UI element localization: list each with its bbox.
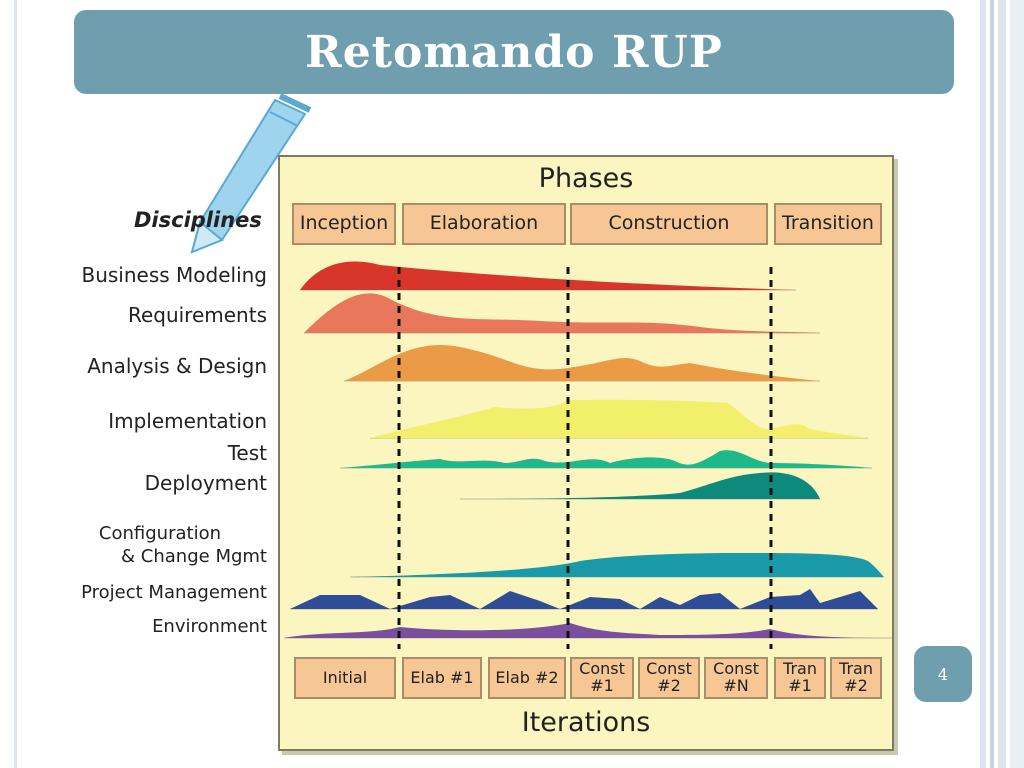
curve-analysis-design xyxy=(344,344,820,381)
discipline-label: Environment xyxy=(152,616,267,637)
rup-hump-chart-panel: Phases Inception Elaboration Constructio… xyxy=(278,155,894,751)
iteration-tran-2: Tran#2 xyxy=(830,657,882,699)
discipline-label: Project Management xyxy=(81,582,267,603)
iteration-elab-2: Elab #2 xyxy=(488,657,566,699)
discipline-label: Analysis & Design xyxy=(87,354,267,378)
iteration-tran-1: Tran#1 xyxy=(774,657,826,699)
disciplines-heading: Disciplines xyxy=(134,208,262,232)
iteration-elab-1: Elab #1 xyxy=(402,657,482,699)
iteration-const-2: Const#2 xyxy=(638,657,700,699)
curve-deployment xyxy=(460,472,820,499)
phase-construction: Construction xyxy=(570,203,768,245)
curve-implementation xyxy=(370,399,868,438)
slide-frame xyxy=(14,0,985,768)
curve-project-management xyxy=(290,589,878,609)
slide-title: Retomando RUP xyxy=(305,26,723,78)
iteration-const-n: Const#N xyxy=(704,657,768,699)
iteration-const-1: Const#1 xyxy=(570,657,634,699)
curve-business-modeling xyxy=(300,261,796,290)
curve-test xyxy=(340,450,872,468)
discipline-label: Requirements xyxy=(127,303,267,327)
phase-transition: Transition xyxy=(774,203,882,245)
discipline-label: Test xyxy=(227,441,267,465)
slide-border-stripes xyxy=(980,0,1024,768)
pencil-arrow-icon xyxy=(190,93,312,254)
discipline-label: Implementation xyxy=(108,409,267,433)
curve-requirements xyxy=(304,293,820,333)
page-number: 4 xyxy=(914,646,972,702)
discipline-label: Deployment xyxy=(144,471,267,495)
discipline-label: Configuration xyxy=(98,523,221,544)
phases-heading: Phases xyxy=(538,163,634,194)
title-bar: Retomando RUP xyxy=(74,10,954,94)
discipline-label: Business Modeling xyxy=(81,263,267,287)
discipline-label: & Change Mgmt xyxy=(121,546,267,567)
phase-inception: Inception xyxy=(292,203,396,245)
discipline-effort-curves xyxy=(284,261,892,649)
curve-environment xyxy=(284,623,892,638)
curve-configuration xyxy=(350,553,884,577)
iterations-heading: Iterations xyxy=(521,707,651,738)
phase-elaboration: Elaboration xyxy=(402,203,566,245)
iteration-initial: Initial xyxy=(294,657,396,699)
